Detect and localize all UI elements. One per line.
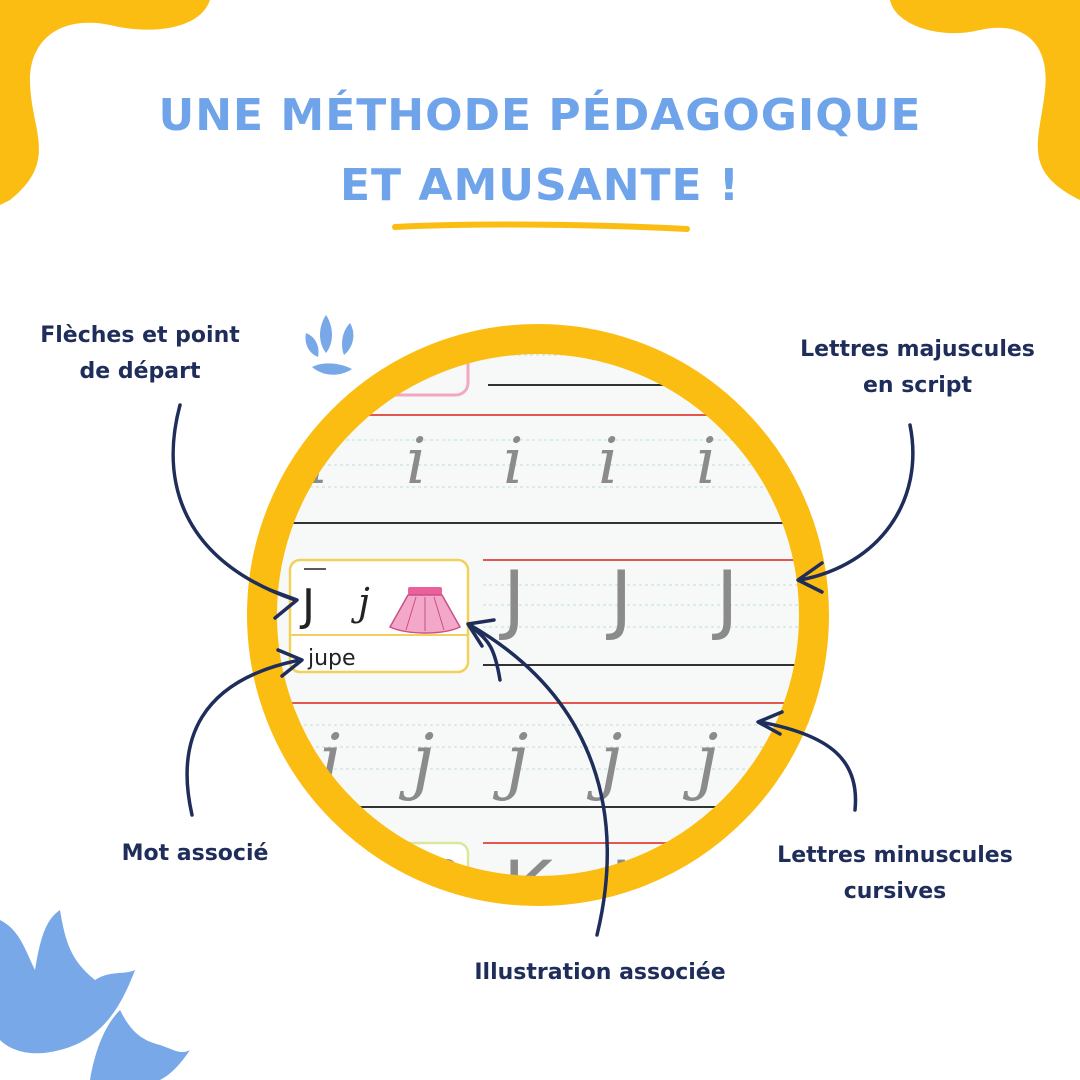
letter-i-5: i [696, 425, 716, 499]
letter-J-2: J [606, 554, 632, 643]
letter-J-3: J [712, 554, 738, 643]
corner-blob-top-right [890, 0, 1080, 200]
corner-blob-top-left [0, 0, 210, 205]
letter-i-2: i [406, 425, 426, 499]
card-letter-J: J [299, 580, 315, 631]
worksheet-zoom-circle: i i i i i J J J J j jupe [238, 315, 838, 915]
page-title-line1: UNE MÉTHODE PÉDAGOGIQUE [158, 90, 922, 141]
skirt-illustration-icon [388, 587, 462, 634]
label-arrows-start: Flèches et point de départ [40, 323, 240, 384]
label-associated-illustration: Illustration associée [474, 960, 726, 985]
card-word: jupe [307, 646, 356, 671]
circle-border [247, 324, 829, 906]
letter-J-1: J [499, 554, 525, 643]
letter-i-4: i [598, 425, 618, 499]
splash-decoration [305, 315, 354, 375]
leaf-decoration-bottom-left [0, 910, 190, 1080]
label-lowercase-cursive: Lettres minuscules cursives [777, 843, 1013, 904]
title-underline [392, 221, 690, 232]
page-title-line2: ET AMUSANTE ! [340, 160, 740, 211]
label-uppercase-script: Lettres majuscules en script [800, 337, 1035, 398]
label-associated-word: Mot associé [121, 841, 269, 866]
letter-i-3: i [503, 425, 523, 499]
